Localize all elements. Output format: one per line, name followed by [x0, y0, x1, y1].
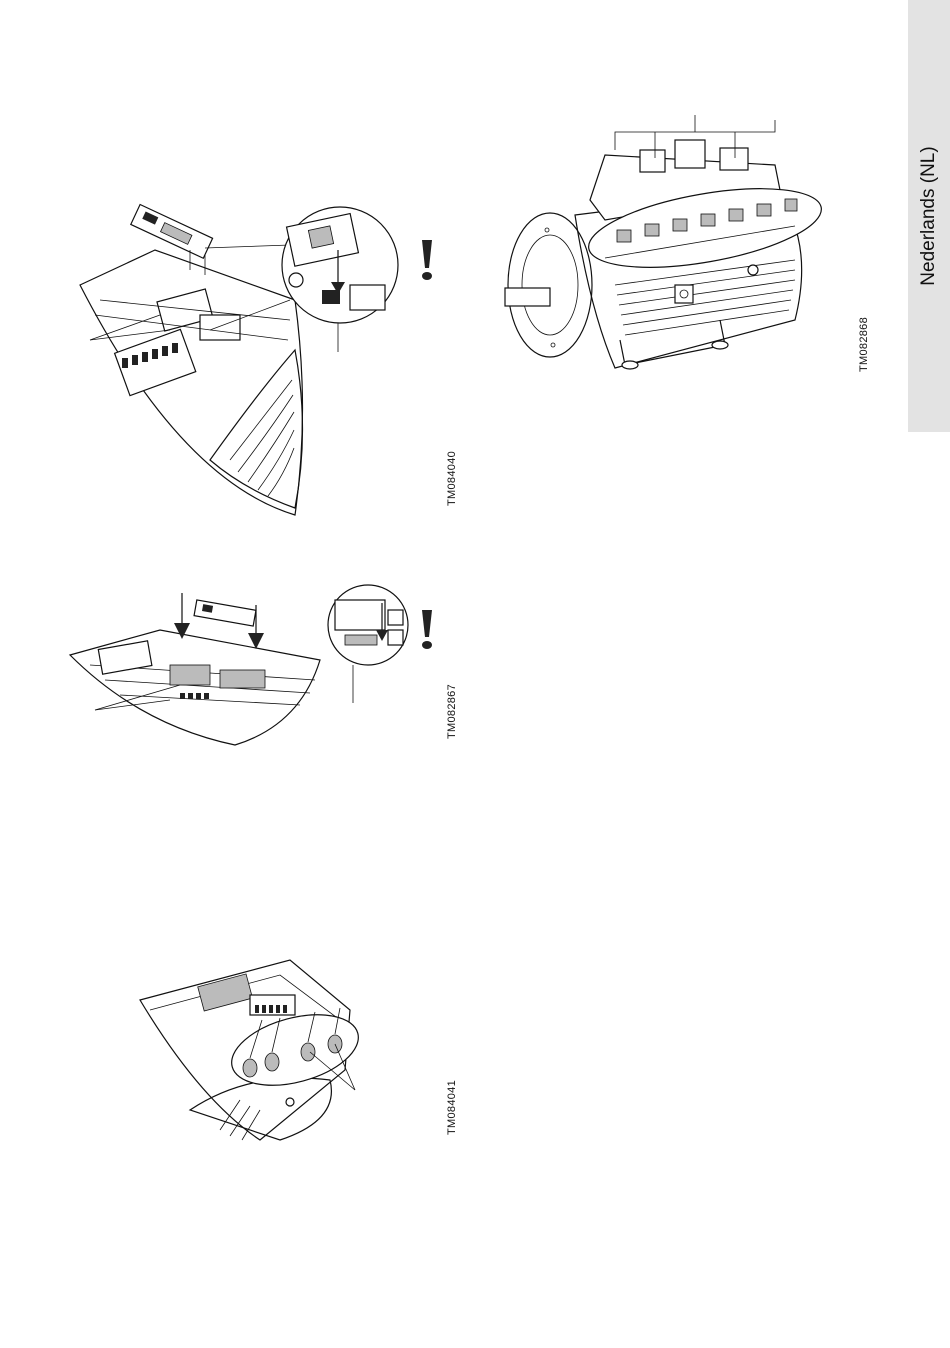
figure-code: TM082867 [446, 684, 458, 739]
figure-code: TM084040 [446, 451, 458, 506]
figure-module-install: TM084040 [60, 190, 450, 520]
figure-board-insert: TM082867 [60, 585, 450, 750]
figure-code: TM084041 [446, 1080, 458, 1135]
language-tab: Nederlands (NL) [908, 0, 950, 432]
figure-motor-terminals: TM082868 [495, 110, 875, 380]
figure-code: TM082868 [858, 317, 870, 372]
figure-cable-glands: TM084041 [130, 950, 450, 1145]
language-tab-label: Nederlands (NL) [918, 146, 940, 285]
